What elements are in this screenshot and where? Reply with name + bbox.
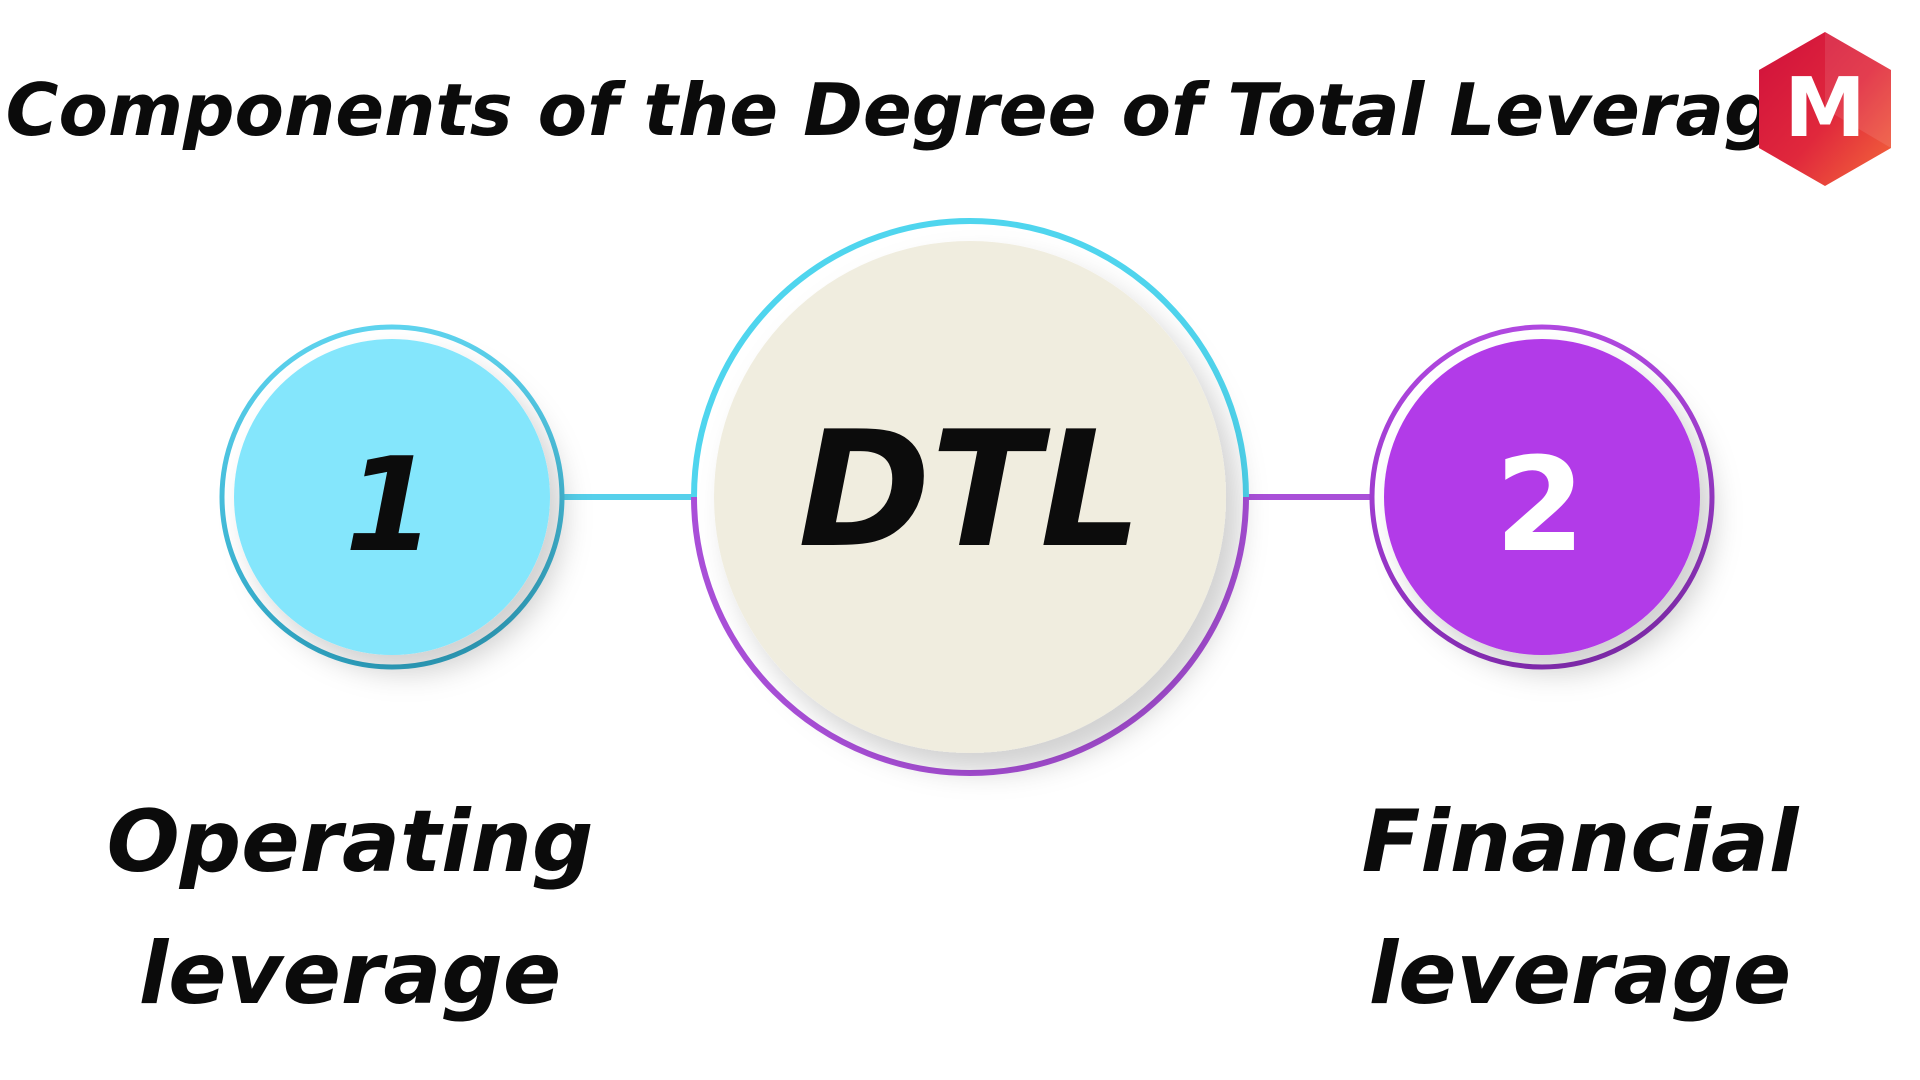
label-line-1: Operating: [106, 792, 594, 892]
center-circle-dtl: [691, 218, 1249, 776]
component-label-operating: Operating leverage: [100, 776, 600, 1040]
label-line-1: Financial: [1361, 792, 1799, 892]
hexagon-logo-icon: [1759, 32, 1891, 186]
component-label-financial: Financial leverage: [1330, 776, 1830, 1040]
component-circle-financial: [1369, 324, 1715, 670]
brand-logo: M: [1755, 30, 1895, 188]
center-label: DTL: [798, 396, 1142, 583]
label-line-2: leverage: [1368, 924, 1792, 1024]
component-number-1: 1: [344, 429, 436, 581]
component-circle-operating: [219, 324, 565, 670]
page-title: Components of the Degree of Total Levera…: [5, 68, 1825, 152]
component-number-2: 2: [1494, 429, 1586, 581]
logo-letter: M: [1784, 61, 1866, 156]
label-line-2: leverage: [138, 924, 562, 1024]
